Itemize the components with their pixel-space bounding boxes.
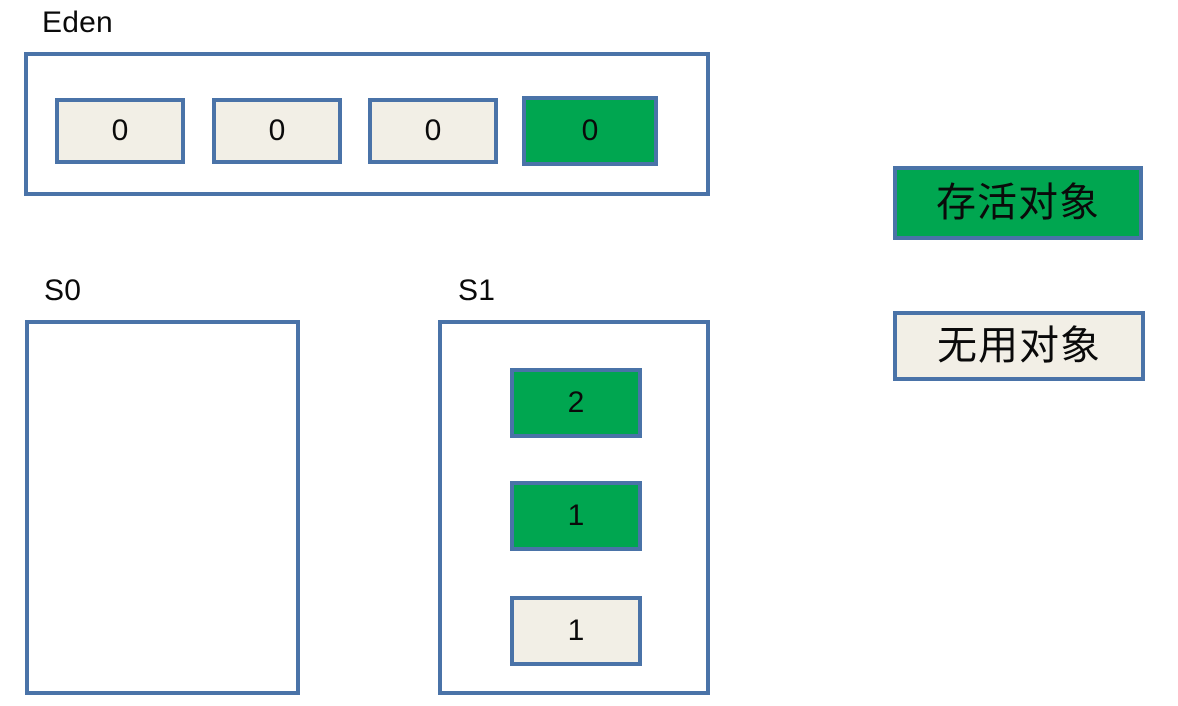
s1-object-0[interactable]: 2 xyxy=(510,368,642,438)
s0-label: S0 xyxy=(44,274,82,307)
s1-label: S1 xyxy=(458,274,496,307)
eden-object-0[interactable]: 0 xyxy=(55,98,185,164)
legend-item-dead-object: 无用对象 xyxy=(893,311,1145,381)
eden-object-2[interactable]: 0 xyxy=(368,98,498,164)
s0-region-box xyxy=(25,320,300,695)
legend-item-live-object: 存活对象 xyxy=(893,166,1143,240)
eden-object-1[interactable]: 0 xyxy=(212,98,342,164)
eden-label: Eden xyxy=(42,6,113,39)
eden-object-3[interactable]: 0 xyxy=(522,96,658,166)
s1-object-2[interactable]: 1 xyxy=(510,596,642,666)
s1-object-1[interactable]: 1 xyxy=(510,481,642,551)
